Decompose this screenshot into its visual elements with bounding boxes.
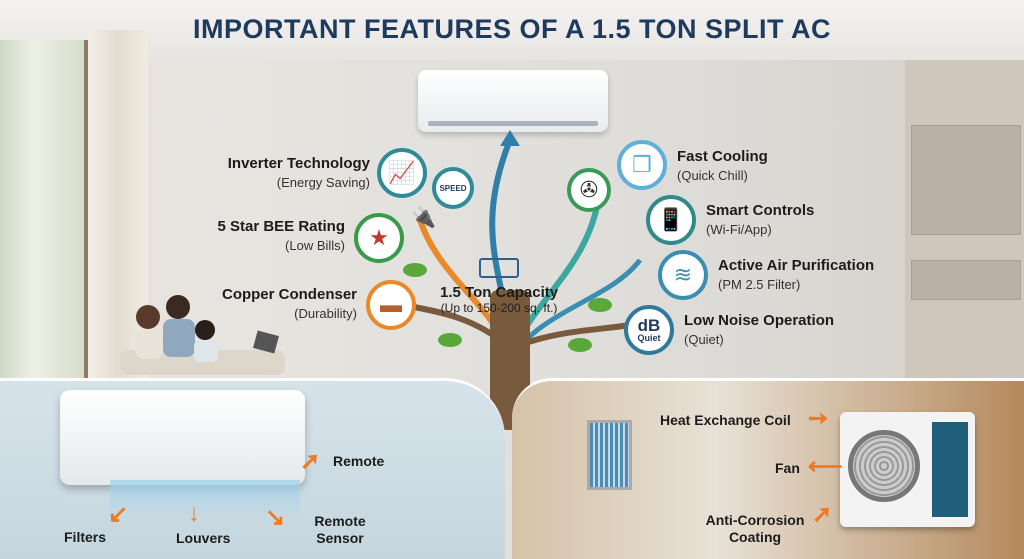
feature-subtitle: (Quiet) xyxy=(684,332,724,347)
heat-exchange-coil-image xyxy=(587,420,632,490)
decibel-icon: dB Quiet xyxy=(624,305,674,355)
feature-smart-controls: Smart Controls (Wi-Fi/App) xyxy=(706,202,814,237)
arrow-icon: ↙ xyxy=(108,501,129,528)
window xyxy=(0,40,90,380)
family-illustration xyxy=(120,295,285,375)
label-anti-corrosion-coating: Anti-Corrosion Coating xyxy=(705,512,805,545)
kitchen-cabinets xyxy=(905,60,1024,380)
star-rating-icon: ★ xyxy=(354,213,404,263)
arrow-icon: ⟵ xyxy=(808,453,843,480)
feature-title: 5 Star BEE Rating xyxy=(217,218,345,235)
feature-title: Active Air Purification xyxy=(718,257,875,274)
decibel-icon-subtext: Quiet xyxy=(637,333,661,343)
feature-title: Inverter Technology xyxy=(227,155,370,172)
label-heat-exchange-coil: Heat Exchange Coil xyxy=(660,412,791,428)
copper-pipe-icon: ▬ xyxy=(366,280,416,330)
feature-air-purification: Active Air Purification (PM 2.5 Filter) xyxy=(718,257,874,292)
page-title: IMPORTANT FEATURES OF A 1.5 TON SPLIT AC xyxy=(192,14,832,44)
arrow-icon: ➙ xyxy=(808,405,829,432)
arrow-icon: ↓ xyxy=(188,500,200,527)
arrow-icon: ➚ xyxy=(300,448,321,475)
cool-air-flow xyxy=(110,480,300,520)
capacity-subtitle: (Up to 150-200 sq. ft.) xyxy=(440,301,558,315)
label-fan: Fan xyxy=(775,460,800,476)
indoor-ac-unit xyxy=(418,70,608,132)
feature-fast-cooling: Fast Cooling (Quick Chill) xyxy=(677,148,768,183)
label-remote: Remote xyxy=(333,453,385,469)
decibel-icon-text: dB xyxy=(637,316,661,335)
ceiling xyxy=(0,0,1024,60)
feature-subtitle: (PM 2.5 Filter) xyxy=(718,277,801,292)
air-flow-icon: ≋ xyxy=(658,250,708,300)
feature-bee-rating: 5 Star BEE Rating (Low Bills) xyxy=(200,218,345,253)
arrow-icon: ↘ xyxy=(265,504,286,531)
speed-gauge-icon: SPEED xyxy=(432,167,474,209)
feature-title: Copper Condenser xyxy=(221,286,357,303)
label-filters: Filters xyxy=(64,529,107,545)
power-plug-icon: 🔌 xyxy=(411,207,436,229)
indoor-ac-closeup xyxy=(60,390,305,485)
label-remote-sensor: Remote Sensor xyxy=(314,513,366,546)
feature-copper-condenser: Copper Condenser (Durability) xyxy=(205,286,357,321)
label-louvers: Louvers xyxy=(176,530,231,546)
feature-low-noise: Low Noise Operation (Quiet) xyxy=(684,312,834,347)
outdoor-fan xyxy=(848,430,920,502)
chart-up-icon: 📈 xyxy=(377,148,427,198)
feature-subtitle: (Low Bills) xyxy=(285,238,345,253)
compressor xyxy=(932,422,968,517)
outdoor-ac-unit xyxy=(840,412,975,527)
fan-icon: ✇ xyxy=(567,168,611,212)
feature-subtitle: (Wi-Fi/App) xyxy=(706,222,772,237)
feature-subtitle: (Quick Chill) xyxy=(677,168,748,183)
feature-title: Fast Cooling xyxy=(677,148,768,165)
feature-title: Smart Controls xyxy=(706,202,815,219)
feature-subtitle: (Durability) xyxy=(294,306,357,321)
ice-cube-icon: ❒ xyxy=(617,140,667,190)
feature-subtitle: (Energy Saving) xyxy=(276,175,370,190)
ac-outline-icon xyxy=(479,258,520,278)
feature-inverter-technology: Inverter Technology (Energy Saving) xyxy=(215,155,370,190)
capacity-title: 1.5 Ton Capacity xyxy=(440,284,559,301)
feature-title: Low Noise Operation xyxy=(684,312,835,329)
smartphone-wifi-icon: 📱 xyxy=(646,195,696,245)
center-capacity: 1.5 Ton Capacity (Up to 150-200 sq. ft.) xyxy=(440,258,558,315)
arrow-icon: ➚ xyxy=(812,501,833,528)
